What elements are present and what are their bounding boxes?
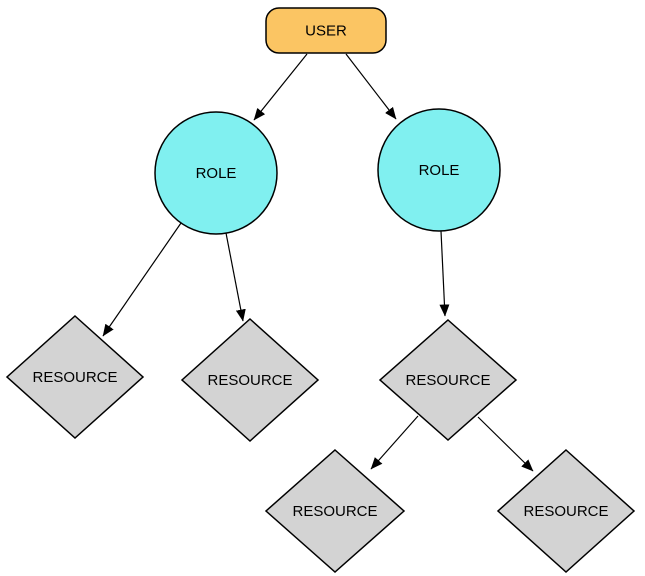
node-user-shape <box>265 7 387 54</box>
node-resource-4-shape <box>264 448 406 574</box>
node-resource-3: RESOURCE <box>378 318 518 442</box>
node-resource-5-label: RESOURCE <box>523 503 608 520</box>
node-role-1-label: ROLE <box>196 165 237 182</box>
node-role-1: ROLE <box>154 111 278 235</box>
edge-role-1-to-resource-2 <box>225 232 246 322</box>
node-user-label: USER <box>305 23 347 40</box>
node-resource-4: RESOURCE <box>264 448 406 574</box>
edge-role-2-to-resource-3 <box>439 230 450 317</box>
node-resource-1-shape <box>5 314 145 440</box>
node-role-1-shape <box>154 111 278 235</box>
node-resource-1-label: RESOURCE <box>32 369 117 386</box>
edge-user-to-role-1 <box>253 53 308 121</box>
edge-role-1-to-resource-1 <box>102 222 182 337</box>
node-resource-1: RESOURCE <box>5 314 145 440</box>
edge-resource-3-to-resource-4 <box>370 415 419 470</box>
node-resource-2: RESOURCE <box>180 317 320 443</box>
node-resource-5-shape <box>496 448 636 574</box>
node-resource-3-label: RESOURCE <box>405 372 490 389</box>
node-resource-4-label: RESOURCE <box>292 503 377 520</box>
node-user: USER <box>265 7 387 54</box>
edge-user-to-role-2 <box>345 53 397 120</box>
edge-resource-3-to-resource-5 <box>477 416 534 472</box>
node-role-2: ROLE <box>377 108 501 232</box>
node-resource-2-shape <box>180 317 320 443</box>
node-role-2-shape <box>377 108 501 232</box>
node-resource-3-shape <box>378 318 518 442</box>
node-resource-2-label: RESOURCE <box>207 372 292 389</box>
node-resource-5: RESOURCE <box>496 448 636 574</box>
node-role-2-label: ROLE <box>419 162 460 179</box>
